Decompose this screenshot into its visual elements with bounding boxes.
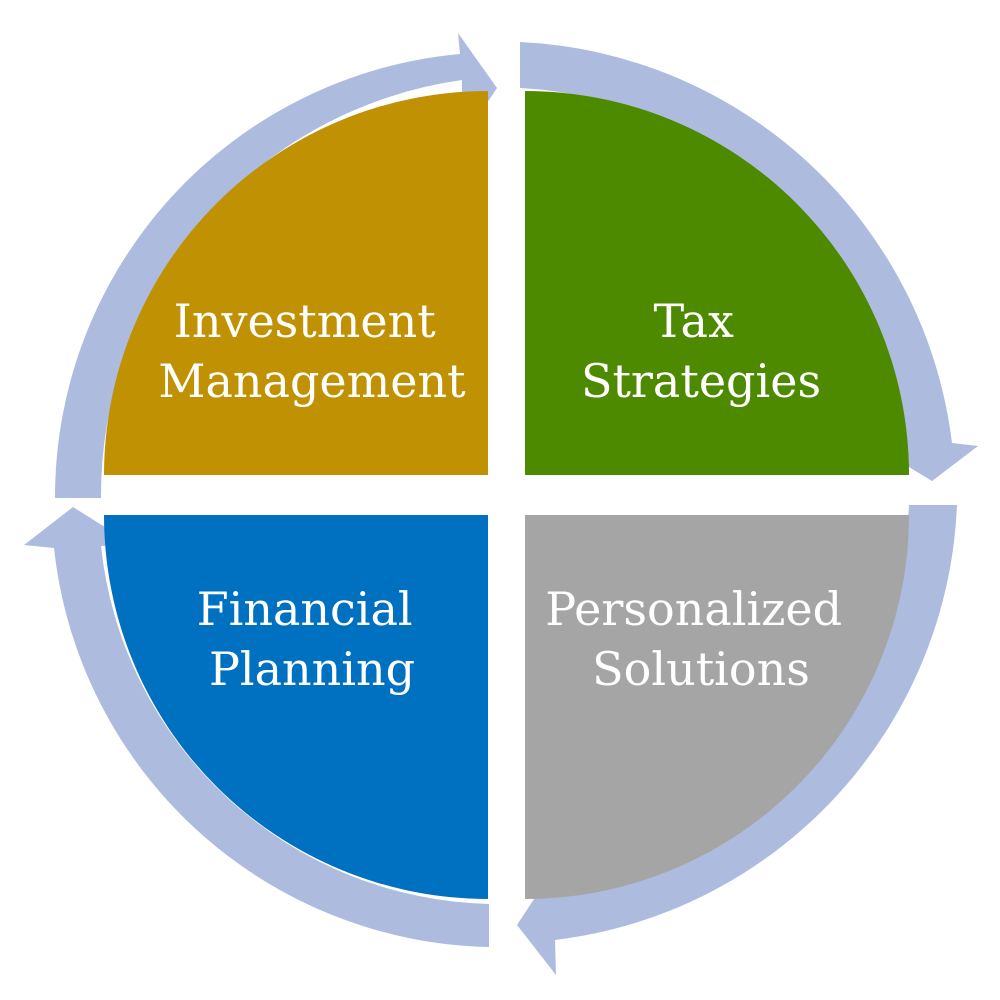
financial-label-line-2: Planning [209, 642, 415, 696]
personalized-label-line-1: Personalized [545, 582, 842, 636]
investment-label-line-1: Investment [174, 294, 437, 348]
quadrant-tax-strategies [525, 91, 909, 475]
quadrant-personalized-solutions [525, 515, 909, 899]
financial-label-line-1: Financial [197, 582, 413, 636]
tax-strategies-label: Tax Strategies [581, 294, 821, 408]
quadrant-financial-planning [104, 515, 488, 899]
arrow-to-personalized-solutions-icon [520, 42, 978, 481]
tax-label-line-1: Tax [653, 294, 734, 348]
arrow-to-financial-planning-icon [517, 505, 957, 975]
arrow-to-investment-management-icon [24, 507, 489, 947]
tax-label-line-2: Strategies [581, 354, 821, 408]
investment-label-line-2: Management [158, 354, 466, 408]
quadrant-investment-management [104, 91, 488, 475]
cycle-arrows [24, 33, 978, 975]
personalized-label-line-2: Solutions [592, 642, 810, 696]
financial-planning-label: Financial Planning [197, 582, 428, 696]
arrow-to-tax-strategies-icon [54, 33, 498, 498]
personalized-solutions-label: Personalized Solutions [545, 582, 856, 696]
quadrants [104, 91, 909, 899]
investment-management-label: Investment Management [158, 294, 466, 408]
quadrant-labels: Investment Management Tax Strategies Per… [158, 294, 856, 696]
